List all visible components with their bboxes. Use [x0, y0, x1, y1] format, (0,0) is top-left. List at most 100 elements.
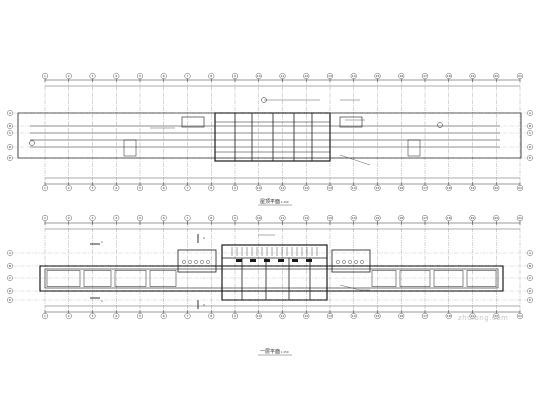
- grid-bubble-top: [42, 214, 49, 221]
- grid-bubble-top: [422, 72, 429, 79]
- grid-row-bubble: [527, 297, 533, 303]
- grid-bubble-label: 9: [234, 186, 236, 190]
- grid-bubble-label: 10: [257, 314, 261, 318]
- grid-bubble-bottom: [65, 184, 72, 191]
- grid-bubble-label: 19: [471, 74, 475, 78]
- floor-central-windows: [231, 247, 318, 262]
- grid-bubble-bottom: [65, 313, 72, 320]
- grid-bubble-label: 10: [257, 216, 261, 220]
- floor-bays: [46, 270, 497, 287]
- grid-bubble-bottom: [231, 313, 238, 320]
- grid-bubble-label: 16: [399, 216, 403, 220]
- grid-bubble-top: [89, 214, 96, 221]
- grid-bubble-label: 17: [423, 314, 427, 318]
- grid-row-bubble: [527, 288, 533, 294]
- grid-bubble-bottom: [398, 184, 405, 191]
- toilet-fixture: [360, 260, 364, 264]
- grid-bubble-top: [279, 214, 286, 221]
- grid-bubble-top: [374, 72, 381, 79]
- grid-row-label: E: [9, 298, 11, 302]
- corridor-bay: [46, 270, 81, 287]
- roof-central-pavilion: [214, 112, 331, 162]
- grid-bubble-bottom: [255, 313, 262, 320]
- grid-bubble-bottom: [208, 313, 215, 320]
- grid-bubble-top: [42, 72, 49, 79]
- grid-bubble-top: [113, 214, 120, 221]
- grid-bubble-label: 2: [68, 314, 70, 318]
- grid-bubble-top: [398, 214, 405, 221]
- roof-leader-5: [339, 154, 371, 166]
- grid-row-bubble: [7, 288, 13, 294]
- grid-bubble-top: [160, 214, 167, 221]
- grid-bubble-label: 2: [68, 216, 70, 220]
- grid-bubble-label: 17: [423, 186, 427, 190]
- grid-bubble-label: 5: [139, 314, 141, 318]
- svg-text:1: 1: [101, 240, 103, 244]
- grid-bubble-top: [184, 72, 191, 79]
- grid-row-bubble: [7, 297, 13, 303]
- grid-row-bubble: [527, 155, 533, 161]
- grid-row-bubble: [527, 275, 533, 281]
- grid-bubble-bottom: [279, 313, 286, 320]
- corridor-bay: [149, 270, 177, 287]
- grid-row-bubble: [7, 144, 13, 150]
- grid-bubble-top: [445, 72, 452, 79]
- grid-bubble-label: 15: [376, 314, 380, 318]
- corridor-bay: [114, 270, 147, 287]
- grid-row-bubble: [527, 263, 533, 269]
- grid-bubble-label: 21: [518, 74, 522, 78]
- floor-leader-1: [339, 284, 370, 291]
- toilet-fixture: [342, 260, 346, 264]
- grid-bubble-label: 3: [92, 186, 94, 190]
- grid-bubble-label: 9: [234, 74, 236, 78]
- grid-bubble-label: 13: [328, 314, 332, 318]
- grid-bubble-label: 11: [281, 216, 285, 220]
- grid-bubble-top: [469, 214, 476, 221]
- grid-bubble-label: 3: [92, 314, 94, 318]
- grid-bubble-label: 5: [139, 74, 141, 78]
- roof-stair-left-2: [123, 139, 137, 157]
- grid-bubble-label: 7: [187, 314, 189, 318]
- grid-bubble-bottom: [398, 313, 405, 320]
- grid-row-bubble: [7, 155, 13, 161]
- grid-bubble-top: [327, 72, 334, 79]
- grid-bubble-top: [65, 72, 72, 79]
- grid-bubble-top: [279, 72, 286, 79]
- door-symbol: [250, 259, 256, 262]
- corridor-bay: [466, 270, 497, 287]
- grid-bubble-label: 15: [376, 216, 380, 220]
- grid-bubble-top: [136, 72, 143, 79]
- section-mark-1-bottom: 1: [90, 297, 103, 303]
- grid-bubble-bottom: [184, 313, 191, 320]
- grid-bubble-label: 18: [447, 74, 451, 78]
- roof-stair-right-2: [407, 139, 421, 157]
- svg-text:1: 1: [101, 299, 103, 303]
- grid-bubble-bottom: [493, 313, 500, 320]
- toilet-fixture: [336, 260, 340, 264]
- grid-bubble-bottom: [208, 184, 215, 191]
- grid-bubble-label: 10: [257, 186, 261, 190]
- grid-bubble-label: 19: [471, 216, 475, 220]
- grid-bubble-top: [255, 72, 262, 79]
- grid-bubble-label: 16: [399, 74, 403, 78]
- grid-row-label: A: [9, 111, 12, 115]
- grid-bubble-bottom: [303, 313, 310, 320]
- grid-bubble-top: [493, 214, 500, 221]
- floor-plan-scale: 1:150: [281, 350, 289, 354]
- corridor-bay: [399, 270, 431, 287]
- toilet-fixture: [200, 260, 204, 264]
- grid-row-bubble: [527, 250, 533, 256]
- grid-bubble-label: 10: [257, 74, 261, 78]
- grid-bubble-label: 17: [423, 74, 427, 78]
- toilet-fixture: [194, 260, 198, 264]
- first-floor-plan: 1122334455667788991010111112121313141415…: [7, 214, 533, 356]
- grid-row-label: B: [9, 124, 11, 128]
- grid-bubble-bottom: [160, 313, 167, 320]
- grid-row-label: C: [529, 131, 531, 135]
- grid-bubble-label: 11: [281, 186, 285, 190]
- grid-bubble-top: [184, 214, 191, 221]
- grid-bubble-bottom: [469, 184, 476, 191]
- grid-row-label: D: [529, 145, 532, 149]
- grid-bubble-bottom: [303, 184, 310, 191]
